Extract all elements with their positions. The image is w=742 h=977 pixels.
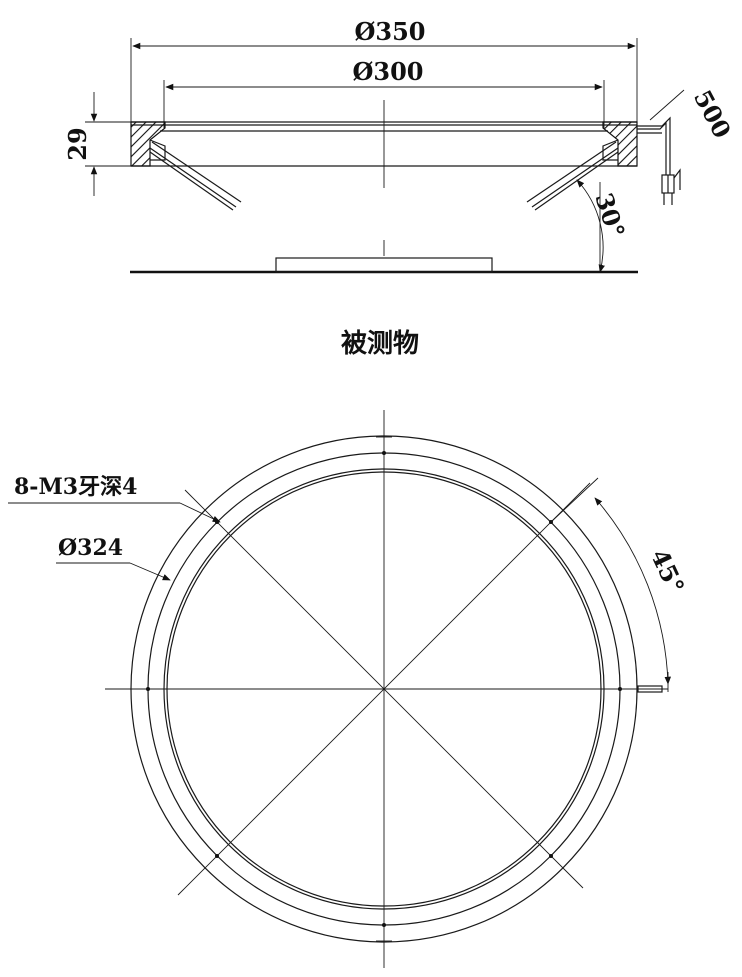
mounting-hole (549, 854, 553, 858)
cable-exit (637, 685, 663, 693)
cable-connector (637, 116, 681, 205)
dim-height: 29 (63, 127, 92, 160)
dim-bolt-circle: Ø324 (58, 535, 123, 561)
inner-circle-outer (163, 468, 605, 910)
dim-cable-length: 500 (688, 85, 737, 143)
dim-line-cable (649, 89, 685, 121)
inner-circle (166, 471, 602, 907)
mounting-hole (618, 687, 622, 691)
measured-object (275, 257, 493, 273)
top-diagonal-2 (177, 482, 591, 896)
object-label: 被测物 (341, 329, 419, 359)
side-view: Ø350 Ø300 29 (63, 17, 737, 359)
dim-inner-diameter: Ø300 (352, 57, 423, 86)
hole-callout: 8-M3牙深4 (14, 474, 137, 500)
light-beams-left (149, 141, 242, 211)
top-view: 8-M3牙深4 Ø324 45° (8, 410, 690, 968)
mounting-hole (215, 854, 219, 858)
leader-hole-callout-slant (179, 502, 221, 523)
mounting-hole (382, 923, 386, 927)
mounting-hole (146, 687, 150, 691)
outer-circle (130, 435, 638, 943)
dim-hole-angle: 45° (645, 545, 690, 598)
mounting-hole (382, 451, 386, 455)
angle-arc-45 (594, 497, 672, 685)
dim-outer-diameter: Ø350 (354, 17, 425, 46)
ring-body (130, 121, 638, 167)
dim-beam-angle: 30° (589, 189, 631, 241)
leader-bolt-circle-slant (129, 562, 171, 581)
angle-ext-line-45 (550, 477, 599, 523)
